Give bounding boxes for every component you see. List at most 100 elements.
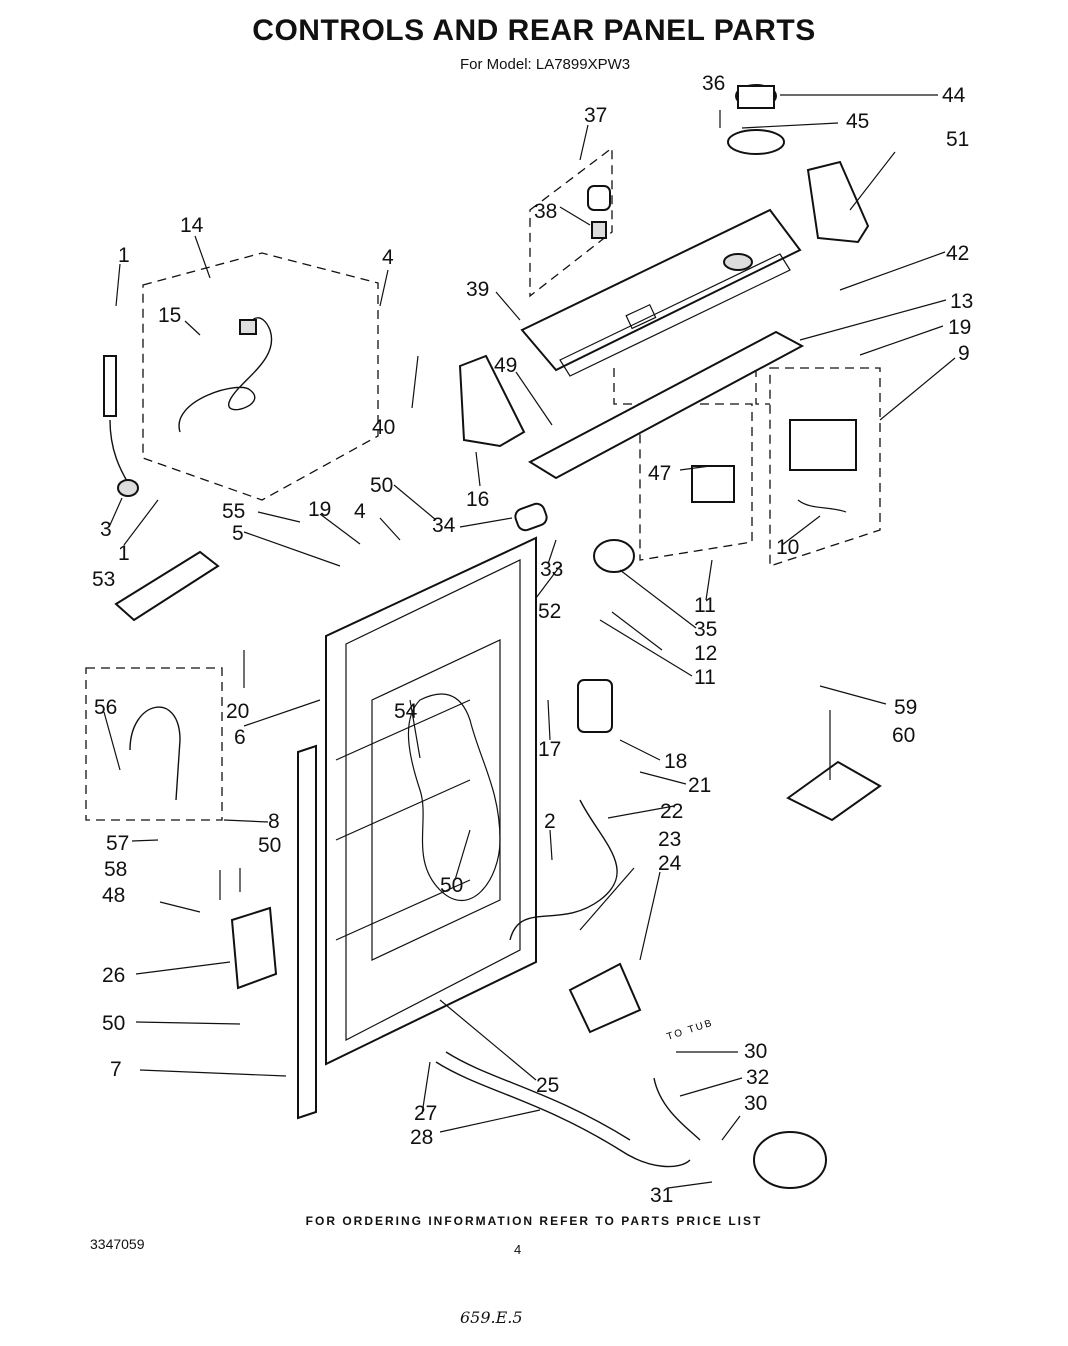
callout-8: 8 (268, 810, 280, 833)
callout-6: 6 (234, 726, 246, 749)
document-number: 3347059 (90, 1236, 145, 1252)
callout-16: 16 (466, 488, 489, 511)
callout-22: 22 (660, 800, 683, 823)
plate-60 (786, 760, 882, 822)
part-26 (230, 906, 278, 990)
panel-brace-left (371, 639, 501, 961)
callout-3: 3 (100, 518, 112, 541)
callout-19: 19 (948, 316, 971, 339)
callout-58: 58 (104, 858, 127, 881)
callout-19: 19 (308, 498, 331, 521)
group-box-37 (529, 146, 613, 298)
callout-30: 30 (744, 1092, 767, 1115)
to-tub-label: TO TUB (666, 1017, 715, 1042)
callout-48: 48 (102, 884, 125, 907)
callout-50: 50 (370, 474, 393, 497)
callout-10: 10 (776, 536, 799, 559)
callout-51: 51 (946, 128, 969, 151)
rear-panel (325, 536, 537, 1066)
callout-27: 27 (414, 1102, 437, 1125)
callout-52: 52 (538, 600, 561, 623)
model-subtitle: For Model: LA7899XPW3 (460, 56, 631, 73)
callout-4: 4 (354, 500, 366, 523)
wire-10 (797, 499, 847, 513)
switch-47 (691, 465, 735, 503)
knob-38-insert (591, 221, 607, 239)
callout-39: 39 (466, 278, 489, 301)
hose-28 (435, 1061, 691, 1168)
console-bracket-13 (527, 330, 805, 480)
panel-ribs (335, 699, 471, 941)
callout-25: 25 (536, 1074, 559, 1097)
callout-4: 4 (382, 246, 394, 269)
callout-12: 12 (694, 642, 717, 665)
valve-35 (593, 539, 635, 573)
group-box-56 (85, 667, 223, 821)
callout-1: 1 (118, 542, 130, 565)
callout-42: 42 (946, 242, 969, 265)
callout-11: 11 (694, 666, 716, 689)
pump-housing (753, 1131, 827, 1189)
knob-44-body (737, 85, 775, 109)
callout-14: 14 (180, 214, 204, 237)
plug-14 (239, 319, 257, 335)
callout-28: 28 (410, 1126, 433, 1149)
leader-lines (103, 94, 956, 1189)
callout-35: 35 (694, 618, 717, 641)
callout-15: 15 (158, 304, 181, 327)
callout-13: 13 (950, 290, 973, 313)
callout-56: 56 (94, 696, 117, 719)
callout-47: 47 (648, 462, 671, 485)
callout-7: 7 (110, 1058, 122, 1081)
dial-45 (727, 129, 785, 155)
callout-49: 49 (494, 354, 517, 377)
callout-20: 20 (226, 700, 249, 723)
console-hole (723, 253, 753, 271)
callout-57: 57 (106, 832, 129, 855)
callout-21: 21 (688, 774, 711, 797)
console-lip (559, 253, 791, 377)
callout-31: 31 (650, 1184, 673, 1207)
callout-11: 11 (694, 594, 716, 617)
callout-55: 55 (222, 500, 245, 523)
switch-51 (806, 160, 870, 244)
group-box-9 (769, 367, 881, 567)
hose-3-coupling (117, 479, 139, 497)
callout-17: 17 (538, 738, 561, 761)
hose-28-edge (445, 1051, 631, 1141)
hose-3 (109, 419, 131, 487)
page-title: CONTROLS AND REAR PANEL PARTS (252, 14, 816, 47)
callout-24: 24 (658, 852, 682, 875)
callout-33: 33 (540, 558, 563, 581)
callout-5: 5 (232, 522, 244, 545)
group-box-14 (142, 252, 379, 501)
callout-2: 2 (544, 810, 556, 833)
callout-18: 18 (664, 750, 687, 773)
callout-60: 60 (892, 724, 915, 747)
callout-34: 34 (432, 514, 456, 537)
callout-50: 50 (440, 874, 463, 897)
hose-22 (509, 799, 618, 941)
wire-harness-54 (407, 693, 501, 902)
timer-9 (789, 419, 857, 471)
callout-53: 53 (92, 568, 115, 591)
handwritten-note: 659.E.5 (460, 1308, 523, 1327)
callout-23: 23 (658, 828, 681, 851)
callout-1: 1 (118, 244, 130, 267)
callout-50: 50 (258, 834, 281, 857)
callout-30: 30 (744, 1040, 767, 1063)
rear-panel-inner (345, 559, 521, 1041)
callout-44: 44 (942, 84, 966, 107)
knob-38 (587, 185, 611, 211)
callout-38: 38 (534, 200, 557, 223)
side-strip-7 (297, 744, 317, 1120)
power-cord-14 (178, 317, 273, 433)
pump-18 (577, 679, 613, 733)
bracket-53 (114, 550, 220, 622)
callout-40: 40 (372, 416, 395, 439)
callout-50: 50 (102, 1012, 125, 1035)
callout-37: 37 (584, 104, 607, 127)
console-window (625, 303, 657, 330)
hose-32 (653, 1077, 701, 1141)
